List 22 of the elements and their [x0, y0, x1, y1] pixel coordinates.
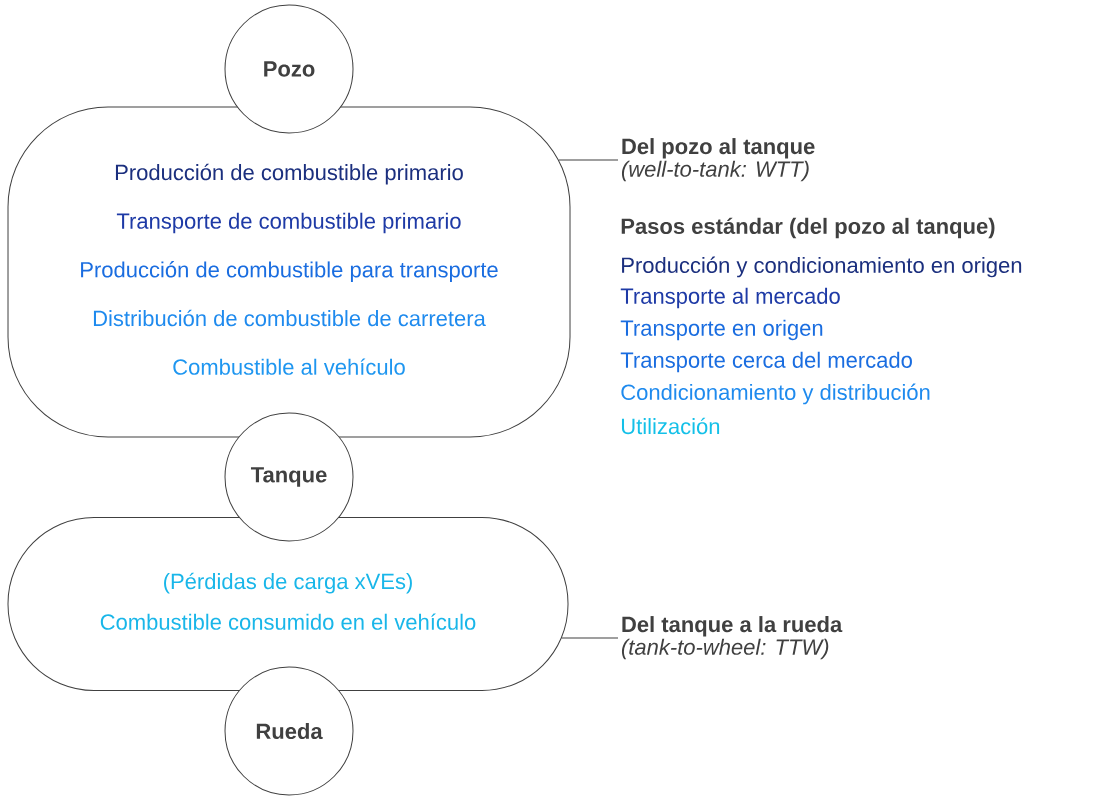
- step-text: (Pérdidas de carga xVEs): [164, 572, 412, 594]
- leader-line: [561, 637, 619, 639]
- step-text: Distribución de combustible de carretera: [93, 309, 486, 327]
- stage-label: (tank-to-wheel: TTW): [621, 638, 829, 660]
- leader-line: [558, 159, 619, 161]
- stage-label: (well-to-tank: WTT): [621, 160, 809, 182]
- step-text: Transporte en origen: [620, 319, 823, 341]
- step-text: Combustible al vehículo: [173, 358, 405, 375]
- step-text: Producción de combustible primario: [115, 163, 463, 185]
- stage-label: Del tanque a la rueda: [622, 616, 843, 637]
- list-heading: Pasos estándar (del pozo al tanque): [621, 217, 995, 239]
- step-text: Condicionamiento y distribución: [621, 383, 930, 405]
- stage-box: [7, 106, 571, 438]
- step-text: Combustible consumido en el vehículo: [100, 613, 476, 630]
- step-text: Transporte cerca del mercado: [620, 351, 912, 373]
- node-label: Rueda: [256, 722, 323, 740]
- step-text: Producción y condicionamiento en origen: [622, 256, 1022, 278]
- step-text: Producción de combustible para transporte: [81, 261, 498, 282]
- step-text: Transporte de combustible primario: [116, 212, 461, 234]
- stage-label: Del pozo al tanque: [622, 138, 815, 159]
- step-text: Transporte al mercado: [620, 287, 840, 309]
- step-text: Utilización: [621, 417, 720, 435]
